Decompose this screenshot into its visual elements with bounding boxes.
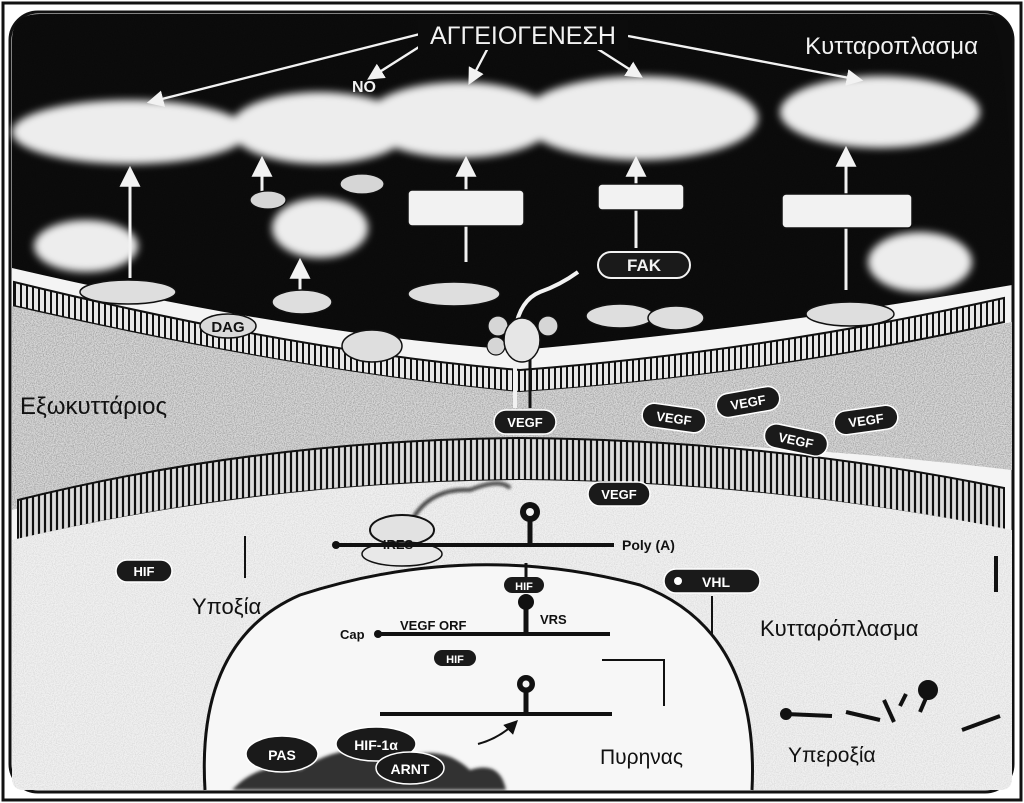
- svg-text:HIF: HIF: [515, 581, 533, 593]
- signaling-box-1: [407, 189, 525, 227]
- adaptor-protein-4: [537, 315, 559, 337]
- nucleus-envelope: [202, 563, 754, 791]
- hif-nuclear-mid: HIF: [434, 650, 476, 666]
- svg-text:VEGF: VEGF: [729, 392, 767, 413]
- membrane-protein-1: [79, 279, 177, 305]
- vegf-receptor-upper: [503, 270, 580, 408]
- svg-text:VEGF: VEGF: [777, 429, 815, 451]
- membrane-protein-7: [805, 301, 895, 327]
- vegf-orf-label: VEGF ORF: [400, 618, 467, 633]
- vrs-label: VRS: [540, 612, 567, 627]
- effector-cloud-3: [365, 82, 555, 158]
- signaling-boxes: [407, 183, 913, 229]
- adaptor-protein-2: [249, 190, 287, 210]
- protein-blob-center: [272, 198, 368, 258]
- extracellular-label: Εξωκυττάριος: [20, 393, 167, 420]
- vegf-orf-transcript: Cap VEGF ORF: [340, 618, 610, 642]
- regulation-bracket: [602, 659, 665, 706]
- angiogenesis-title: ΑΓΓΕΙΟΓΕΝΕΣΗ: [418, 20, 628, 50]
- membrane-protein-6: [341, 329, 403, 363]
- vegf-ligand-4: VEGF: [833, 404, 899, 436]
- effector-cloud-1: [12, 100, 248, 164]
- hif-1a-label: HIF-1α: [354, 737, 398, 753]
- vrs-element: VRS: [518, 594, 567, 634]
- signaling-box-3: [781, 193, 913, 229]
- effector-clouds: [12, 76, 980, 292]
- hif-protein-cytoplasm: HIF: [115, 559, 173, 583]
- adaptor-protein-1: [339, 173, 385, 195]
- vegf-intracellular: VEGF: [587, 481, 651, 507]
- effector-cloud-2: [230, 92, 410, 164]
- membrane-proteins: [79, 279, 895, 363]
- vegf-mrna: Poly (A): [332, 502, 675, 553]
- adaptor-protein-5: [486, 336, 506, 356]
- hif-nuclear-top: HIF: [504, 577, 544, 593]
- vegf-ligands: VEGF VEGF VEGF VEGF VEGF: [493, 385, 899, 457]
- svg-text:VEGF: VEGF: [847, 411, 884, 431]
- svg-text:VEGF: VEGF: [655, 409, 692, 429]
- signaling-box-2: [597, 183, 685, 211]
- angiogenesis-label: ΑΓΓΕΙΟΓΕΝΕΣΗ: [430, 22, 616, 50]
- dag-molecule: DAG: [199, 313, 257, 339]
- arnt-label: ARNT: [391, 761, 430, 777]
- effector-cloud-4: [522, 76, 758, 160]
- vegf-ligand-bound: VEGF: [493, 409, 557, 435]
- hif-arnt-complex: PAS HIF-1α ARNT: [232, 726, 506, 790]
- no-label: NO: [352, 79, 376, 96]
- degraded-mrna-fragments: [780, 680, 1001, 732]
- membrane-protein-2: [271, 289, 333, 315]
- hypoxia-label: Υποξία: [192, 594, 262, 619]
- pas-label: PAS: [268, 747, 296, 763]
- membrane-protein-5: [647, 305, 705, 331]
- membrane-protein-3: [407, 281, 501, 307]
- poly-a-label: Poly (A): [622, 537, 675, 553]
- svg-text:HIF: HIF: [446, 654, 464, 666]
- svg-text:VEGF: VEGF: [507, 415, 542, 430]
- vegf-gene: [380, 675, 612, 745]
- upper-cell-texture: [12, 14, 1012, 350]
- cap-label: Cap: [340, 627, 365, 642]
- protein-blob-right: [868, 232, 972, 292]
- angiogenesis-arrows: [146, 32, 864, 107]
- vegf-ligand-2: VEGF: [715, 385, 781, 419]
- svg-text:HIF: HIF: [134, 564, 155, 579]
- nucleus-label: Πυρηνας: [600, 746, 683, 769]
- cytoplasm-top-label: Κυτταροπλασμα: [805, 33, 978, 60]
- adaptor-proteins: [249, 173, 559, 356]
- vhl-protein: VHL: [663, 568, 761, 594]
- vegf-ligand-3: VEGF: [763, 423, 829, 457]
- effector-cloud-5: [780, 76, 980, 148]
- cytoplasm-bottom-label: Κυτταρόπλασμα: [760, 616, 919, 641]
- protein-blob-left: [34, 220, 138, 272]
- membrane-protein-4: [585, 303, 655, 329]
- fak-protein: FAK: [597, 251, 691, 279]
- vegf-ligand-1: VEGF: [641, 402, 707, 434]
- svg-text:VEGF: VEGF: [601, 487, 636, 502]
- hyperoxia-label: Υπεροξία: [788, 744, 876, 767]
- vhl-label: VHL: [702, 574, 730, 590]
- dag-label: DAG: [211, 319, 244, 336]
- fak-label: FAK: [627, 256, 662, 275]
